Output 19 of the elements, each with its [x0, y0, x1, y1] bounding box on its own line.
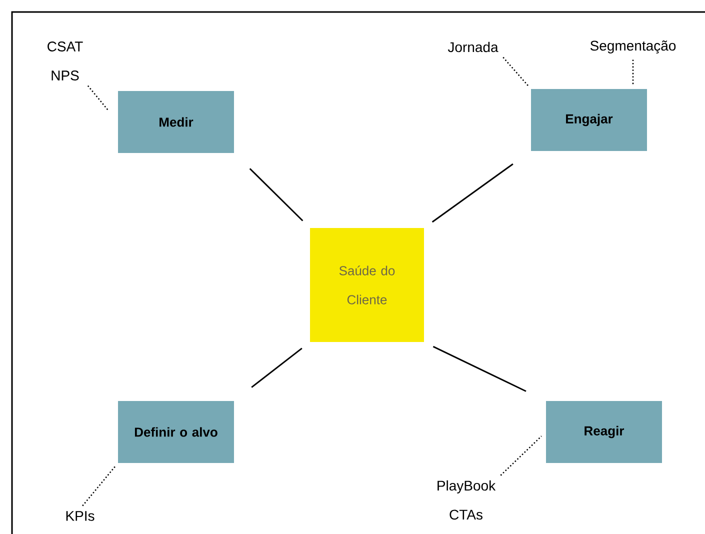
process-box: Medir — [118, 91, 234, 153]
center-box: Saúde do Cliente — [310, 228, 424, 342]
leader-line — [82, 466, 116, 506]
leader-line — [502, 56, 529, 86]
annotation-text: Segmentação — [590, 40, 676, 54]
annotation-text: Jornada — [448, 42, 498, 52]
process-box: Definir o alvo — [118, 401, 234, 463]
leader-line — [500, 436, 542, 476]
process-box: Engajar — [531, 89, 647, 151]
annotation-text: KPIs — [66, 511, 94, 521]
process-box: Reagir — [546, 401, 662, 463]
connector-line — [432, 163, 514, 223]
leader-line — [632, 60, 634, 85]
annotation-text: PlayBook CTAs — [438, 480, 496, 520]
connector-line — [249, 168, 304, 222]
annotation-text: CSAT NPS — [48, 42, 83, 80]
connector-line — [251, 348, 302, 388]
connector-line — [432, 346, 526, 392]
leader-line — [87, 85, 108, 110]
